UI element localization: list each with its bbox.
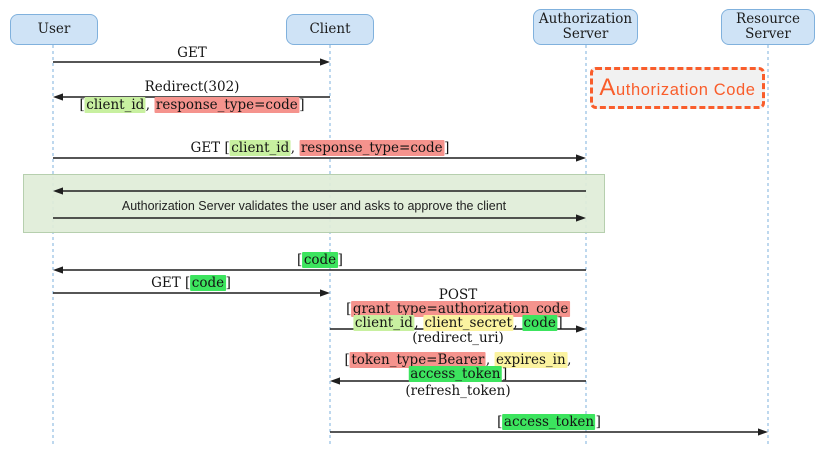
label-text: , [513,315,522,331]
highlight-red: grant_type=authorization_code [351,301,570,317]
label-text: [ [497,414,503,430]
highlight-green: access_token [408,366,502,382]
message-label-post-token-request: client_id, client_secret, code] [353,315,563,331]
highlight-green: access_token [502,414,596,430]
message-label-access-resource: [access_token] [497,414,601,430]
validation-note-text: Authorization Server validates the user … [121,199,507,213]
message-label-post-token-request: [grant_type=authorization_code [346,301,570,317]
label-text: POST [438,287,478,303]
highlight-red: token_type=Bearer [349,352,486,368]
highlight-red: response_type=code [154,97,300,113]
label-text: GET [177,45,207,61]
message-label-post-token-request: (redirect_uri) [412,331,504,346]
label-text: ] [337,252,343,268]
highlight-red: response_type=code [299,140,445,156]
label-text: [ [346,301,352,317]
highlight-yellow: client_secret [423,315,514,331]
highlight-green: code [522,315,558,331]
message-label-get-code: GET [code] [151,275,231,291]
message-label-post-token-request: POST [439,288,477,303]
label-text: GET [ [151,275,191,291]
message-token-response-arrowhead [330,377,340,385]
label-text: ] [595,414,601,430]
label-text: ] [225,275,231,291]
message-label-redirect-302: [client_id, response_type=code] [79,97,305,113]
actor-label-client: Client [309,20,351,37]
message-label-token-response: (refresh_token) [405,384,510,399]
label-text: , [414,315,423,331]
highlight-green-light: client_id [84,97,146,113]
authorization-code-label: Authorization Code [599,74,756,101]
message-redirect-302-arrowhead [53,93,63,101]
actor-box-user: User [10,14,98,45]
validation-note-box: Authorization Server validates the user … [23,174,605,233]
message-get-code-arrowhead [320,289,330,297]
label-text: [ [79,97,85,113]
label-text: ] [444,140,450,156]
highlight-yellow: expires_in [494,352,568,368]
actor-label-user: User [37,20,71,37]
label-text: ] [557,315,563,331]
label-text: GET [ [190,140,230,156]
message-get-authorize-arrowhead [320,58,330,66]
message-code-response-arrowhead [53,266,63,274]
actor-box-client: Client [286,14,374,45]
label-text: , [290,140,300,156]
message-label-get-auth-request: GET [client_id, response_type=code] [190,140,450,156]
message-post-token-request-arrowhead [576,325,586,333]
label-text: ] [501,366,508,382]
label-text: (redirect_uri) [412,330,504,346]
label-text: Redirect(302) [144,79,240,95]
label-text: , [145,97,155,113]
label-text: ] [299,97,305,113]
highlight-green-light: client_id [353,315,415,331]
label-text: , [567,352,572,368]
authorization-code-note: Authorization Code [590,67,765,109]
highlight-green: code [190,275,226,291]
message-label-get-authorize: GET [177,46,207,61]
message-get-auth-request-arrowhead [576,154,586,162]
label-text: , [485,352,495,368]
message-access-resource-arrowhead [758,428,768,436]
highlight-green-light: client_id [229,140,291,156]
highlight-green: code [302,252,338,268]
message-label-code-response: [code] [297,252,343,268]
label-text: [ [297,252,303,268]
label-text: (refresh_token) [405,383,511,399]
label-text: [ [344,352,350,368]
message-label-token-response: [token_type=Bearer, expires_in, [344,352,572,368]
message-label-token-response: access_token] [408,366,508,382]
message-label-redirect-302: Redirect(302) [145,80,240,95]
